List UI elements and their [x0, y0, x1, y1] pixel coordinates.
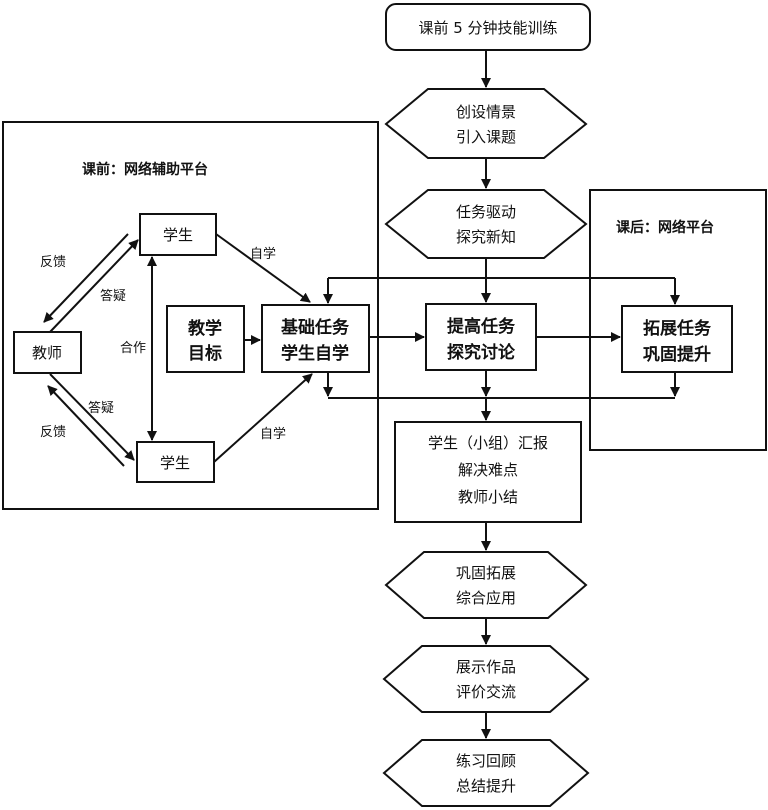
edge-label-self-study-top: 自学	[250, 246, 276, 262]
arrow-self-study-top	[215, 233, 311, 303]
step2-line2: 探究新知	[456, 228, 516, 246]
report-line3: 教师小结	[458, 488, 518, 506]
report-line2: 解决难点	[458, 461, 518, 479]
step6-line2: 总结提升	[456, 777, 516, 795]
edge-label-feedback-top: 反馈	[40, 255, 66, 270]
pre-class-title: 课前：网络辅助平台	[82, 161, 208, 178]
teacher-label: 教师	[32, 344, 62, 362]
arrow-feedback-bottom	[47, 385, 125, 467]
extension-task-box	[621, 305, 733, 373]
step1-line2: 引入课题	[456, 128, 516, 146]
teaching-goals-box	[166, 305, 245, 373]
edge-label-self-study-bottom: 自学	[260, 426, 286, 442]
teaching-goals-line2: 目标	[188, 343, 222, 364]
edge-label-answer-top: 答疑	[100, 288, 126, 304]
edge-label-answer-bottom: 答疑	[88, 400, 114, 416]
student-bottom-box	[136, 441, 215, 483]
step2-line1: 任务驱动	[456, 203, 516, 221]
step6-hexagon	[382, 739, 590, 807]
teacher-box	[13, 331, 82, 374]
step5-line1: 展示作品	[456, 658, 516, 676]
step1-hexagon	[384, 88, 588, 159]
step6-line1: 练习回顾	[456, 752, 516, 770]
advanced-task-line2: 探究讨论	[447, 342, 516, 363]
basic-task-line1: 基础任务	[280, 317, 350, 338]
warmup-label: 课前 5 分钟技能训练	[418, 19, 557, 37]
student-top-label: 学生	[163, 226, 193, 244]
arrow-feedback-top	[49, 239, 139, 333]
basic-task-box	[261, 304, 370, 373]
post-class-title: 课后：网络平台	[616, 219, 714, 236]
student-bottom-label: 学生	[160, 454, 190, 472]
basic-task-line2: 学生自学	[281, 343, 349, 364]
warmup-box	[385, 3, 591, 51]
edge-label-cooperate: 合作	[120, 341, 146, 356]
extension-task-line2: 巩固提升	[643, 345, 711, 365]
teaching-goals-line1: 教学	[187, 318, 222, 339]
edge-label-feedback-bottom: 反馈	[40, 425, 66, 440]
step1-line1: 创设情景	[456, 103, 516, 121]
advanced-task-box	[425, 303, 537, 371]
report-line1: 学生（小组）汇报	[428, 434, 548, 452]
student-top-box	[139, 213, 217, 256]
advanced-task-line1: 提高任务	[447, 316, 516, 337]
step2-hexagon	[384, 189, 588, 259]
step4-line1: 巩固拓展	[456, 564, 516, 582]
step5-line2: 评价交流	[456, 683, 516, 701]
arrow-answer-bottom	[49, 373, 135, 461]
arrow-self-study-bottom	[213, 373, 313, 463]
report-box	[394, 421, 582, 523]
step5-hexagon	[382, 645, 590, 713]
step4-hexagon	[384, 551, 588, 619]
step4-line2: 综合应用	[456, 589, 516, 607]
extension-task-line1: 拓展任务	[643, 318, 712, 339]
arrow-answer-top	[43, 233, 129, 323]
